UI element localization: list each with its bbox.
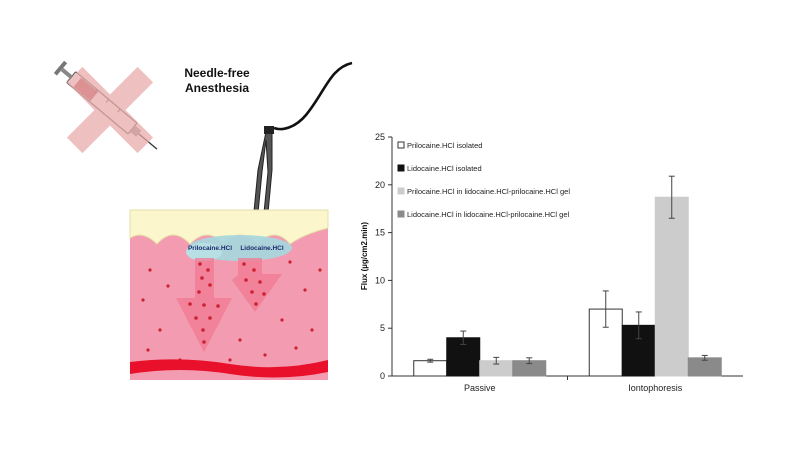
legend-label: Prilocaine.HCl in lidocaine.HCl-prilocai…	[407, 187, 570, 196]
legend-swatch	[397, 210, 405, 218]
y-tick-label: 25	[375, 132, 385, 142]
illustration-title-line2: Anesthesia	[185, 81, 249, 95]
skin-cross-section	[129, 209, 329, 380]
needle-free-anesthesia-illustration: Needle-free Anesthesia	[53, 60, 353, 380]
lidocaine-label: Lidocaine.HCl	[240, 245, 284, 252]
y-tick-label: 5	[380, 323, 385, 333]
y-tick-label: 15	[375, 228, 385, 238]
y-axis-title: Flux (µg/cm2.min)	[360, 222, 369, 291]
legend-label: Lidocaine.HCl in lidocaine.HCl-prilocain…	[407, 210, 569, 219]
legend-label: Prilocaine.HCl isolated	[407, 141, 482, 150]
legend-swatch	[397, 141, 405, 149]
y-tick-label: 0	[380, 371, 385, 381]
crossed-syringe-icon	[53, 60, 158, 154]
y-tick-label: 20	[375, 180, 385, 190]
prilocaine-label: Prilocaine.HCl	[188, 245, 232, 252]
legend-swatch	[397, 187, 405, 195]
legend-label: Lidocaine.HCl isolated	[407, 164, 482, 173]
category-label: Passive	[464, 383, 496, 393]
y-tick-label: 10	[375, 275, 385, 285]
illustration-title-line1: Needle-free	[184, 66, 250, 80]
bar	[654, 196, 689, 377]
chart-bars	[413, 175, 722, 377]
iontophoresis-electrode-icon	[251, 61, 353, 235]
bar	[413, 360, 448, 377]
legend-swatch	[397, 164, 405, 172]
category-label: Iontophoresis	[628, 383, 683, 393]
